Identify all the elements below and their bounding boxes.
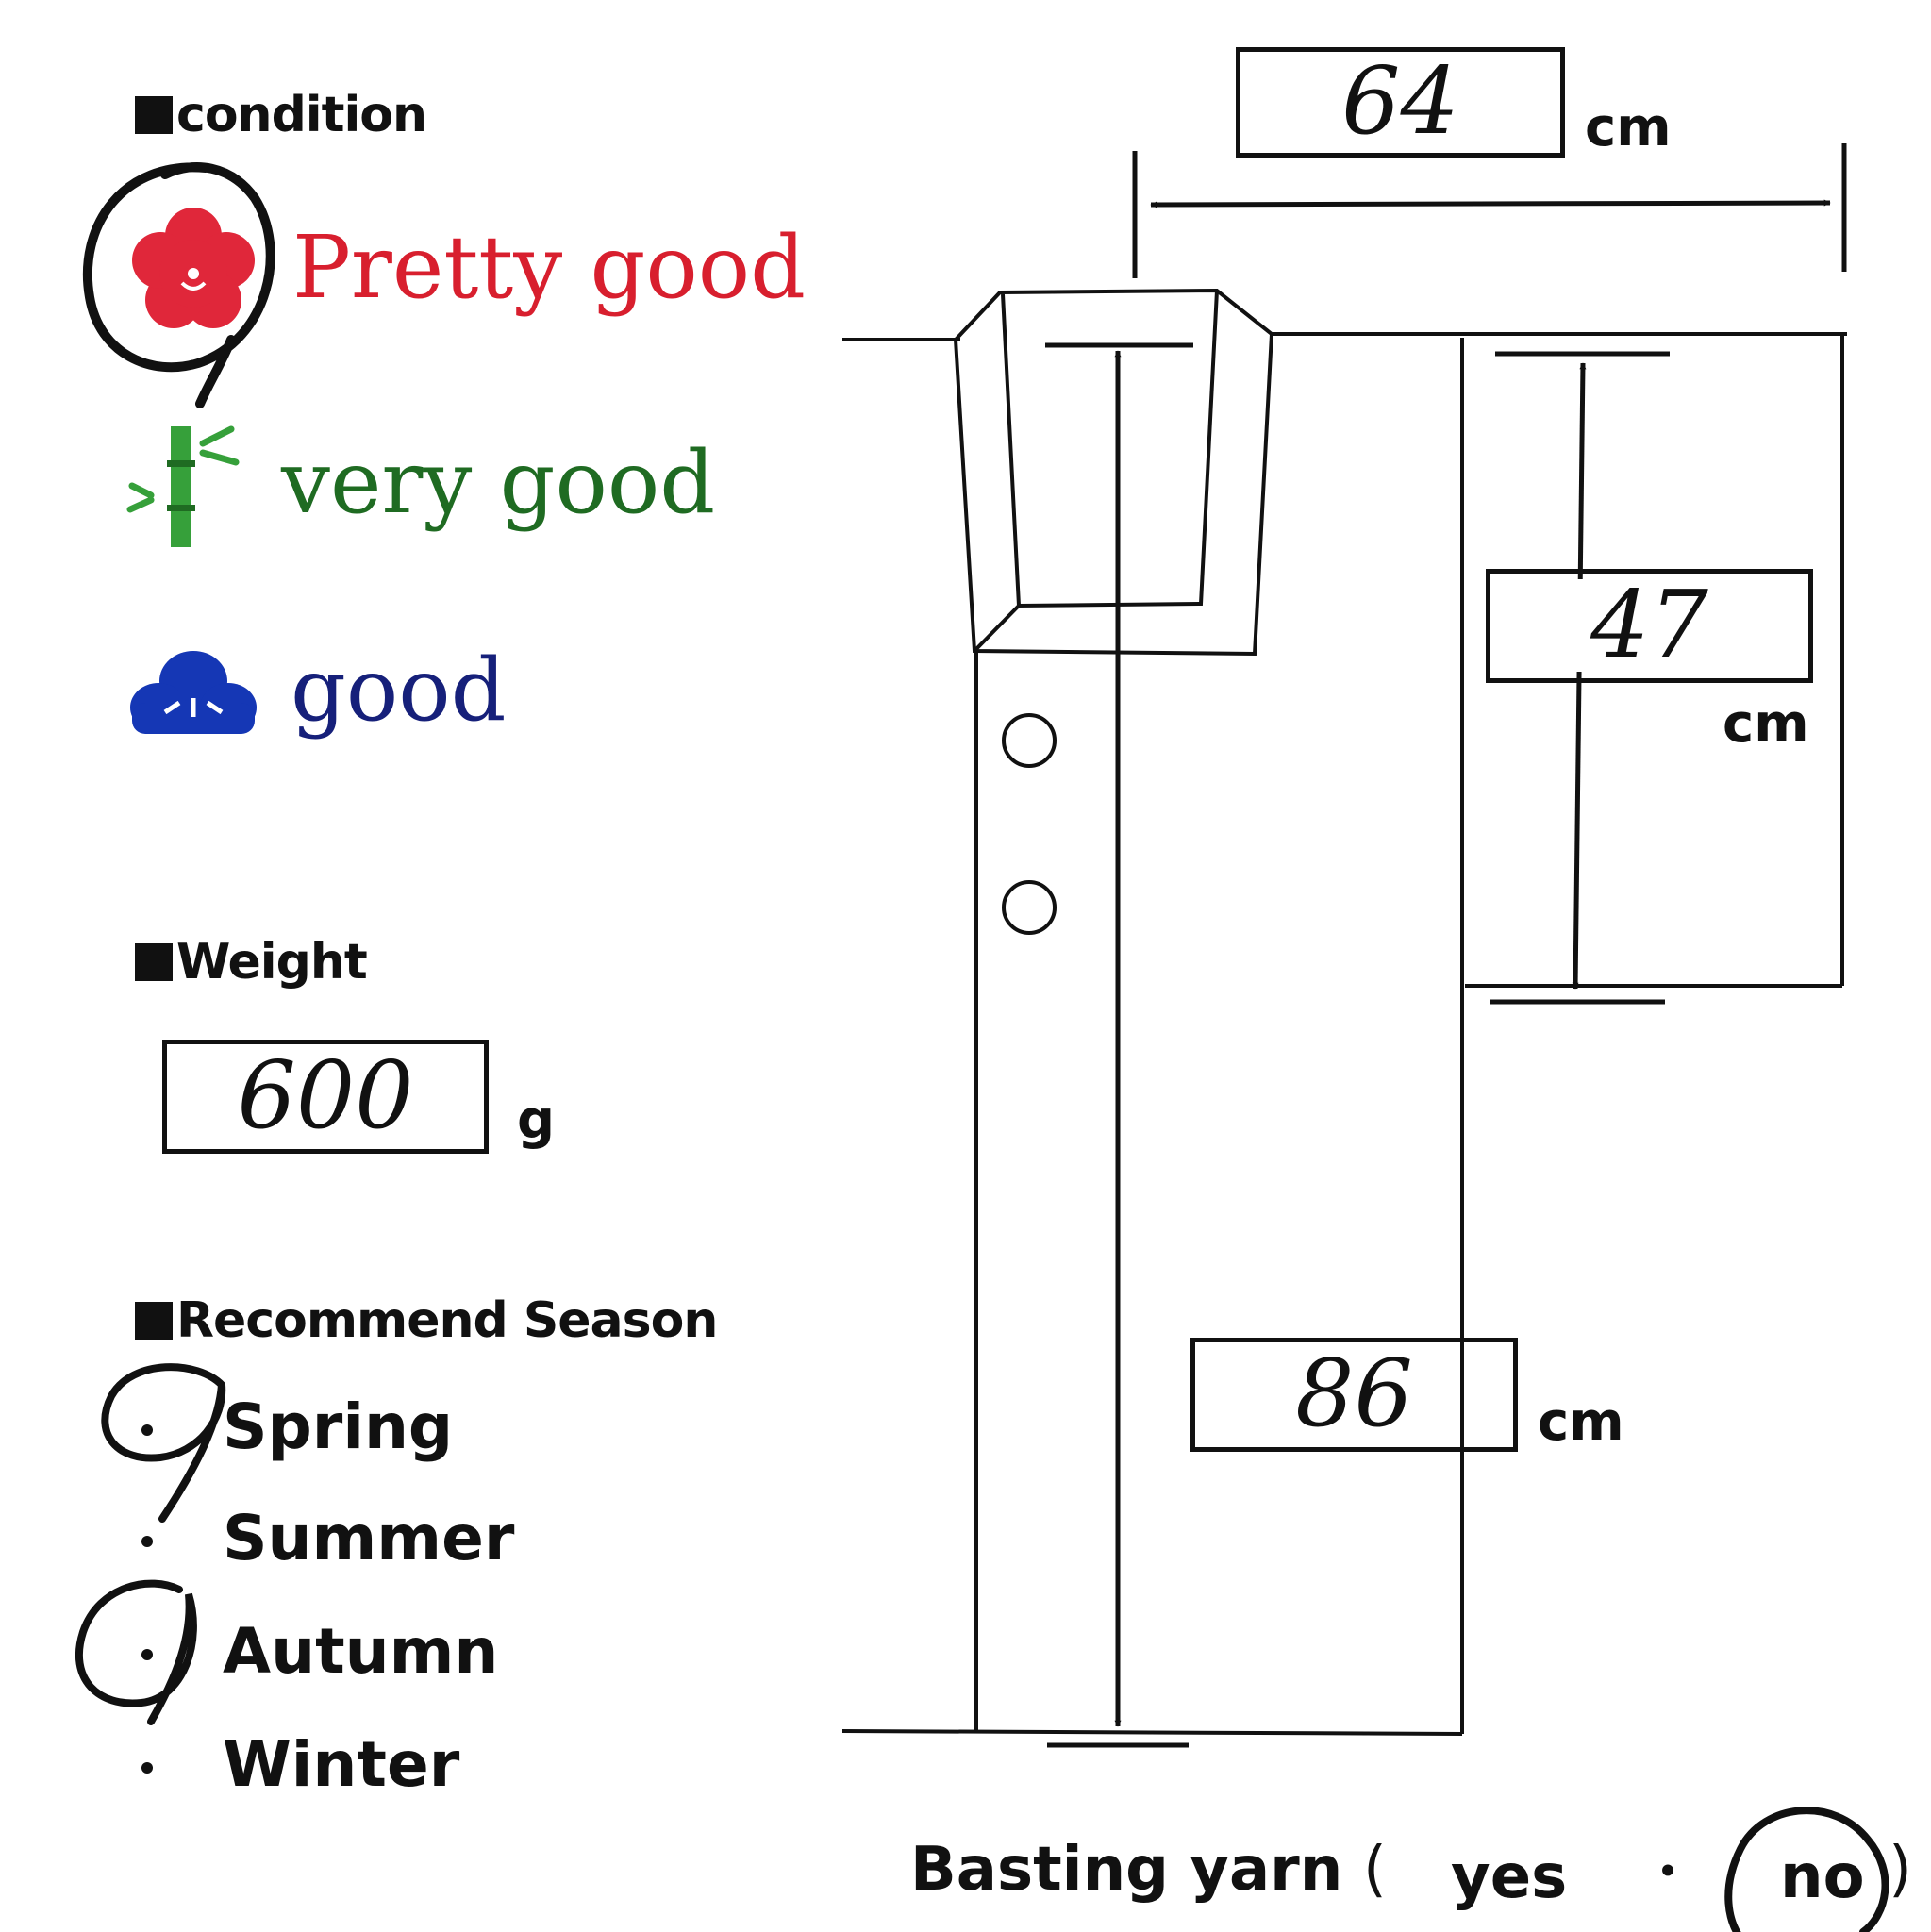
total-length-value: 86	[1295, 1341, 1413, 1448]
button-hole-top	[1002, 713, 1057, 768]
sleeve-length-unit: cm	[1723, 693, 1809, 755]
selection-circle	[82, 162, 275, 408]
total-length-value-box: 86	[1190, 1338, 1518, 1452]
autumn-selection-circle	[75, 1579, 197, 1725]
season-bullet	[141, 1536, 153, 1547]
spring-selection-circle	[101, 1363, 226, 1523]
basting-yarn-label: Basting yarn	[910, 1835, 1343, 1905]
season-bullet	[141, 1424, 153, 1436]
season-option-summer: Summer	[223, 1502, 515, 1574]
season-option-autumn: Autumn	[223, 1615, 499, 1688]
weight-value: 600	[237, 1042, 414, 1150]
season-heading: Recommend Season	[135, 1296, 718, 1345]
sleeve-length-value: 47	[1490, 579, 1808, 672]
season-option-winter: Winter	[223, 1728, 460, 1801]
basting-yarn-no: no	[1780, 1842, 1865, 1912]
pine-icon	[130, 651, 257, 734]
width-value-box: 64	[1236, 47, 1565, 158]
condition-option-very-good: very good	[281, 432, 716, 533]
plum-blossom-icon	[132, 208, 255, 328]
total-length-unit: cm	[1538, 1391, 1624, 1453]
season-bullet	[141, 1649, 153, 1660]
basting-yarn-yes: yes	[1451, 1842, 1568, 1912]
condition-option-good: good	[291, 640, 507, 741]
width-value: 64	[1341, 48, 1459, 156]
basting-yarn-separator: ・	[1641, 1842, 1694, 1904]
dimension-lines	[1045, 143, 1847, 1748]
sleeve-length-value-box: 47	[1486, 569, 1813, 683]
weight-value-box: 600	[162, 1040, 489, 1154]
width-unit: cm	[1585, 97, 1672, 158]
basting-yarn-close-paren: )	[1889, 1835, 1912, 1905]
season-option-spring: Spring	[223, 1391, 454, 1463]
garment-outline	[841, 288, 1847, 1736]
weight-heading: Weight	[135, 938, 368, 987]
basting-yarn-open-paren: (	[1363, 1835, 1387, 1905]
condition-option-pretty-good: Pretty good	[292, 217, 807, 318]
bamboo-icon	[126, 425, 240, 547]
weight-unit: g	[517, 1090, 556, 1151]
season-bullet	[141, 1762, 153, 1774]
button-hole-bottom	[1002, 880, 1057, 935]
condition-heading: condition	[135, 91, 427, 140]
no-selection-circle	[1724, 1807, 1889, 1932]
